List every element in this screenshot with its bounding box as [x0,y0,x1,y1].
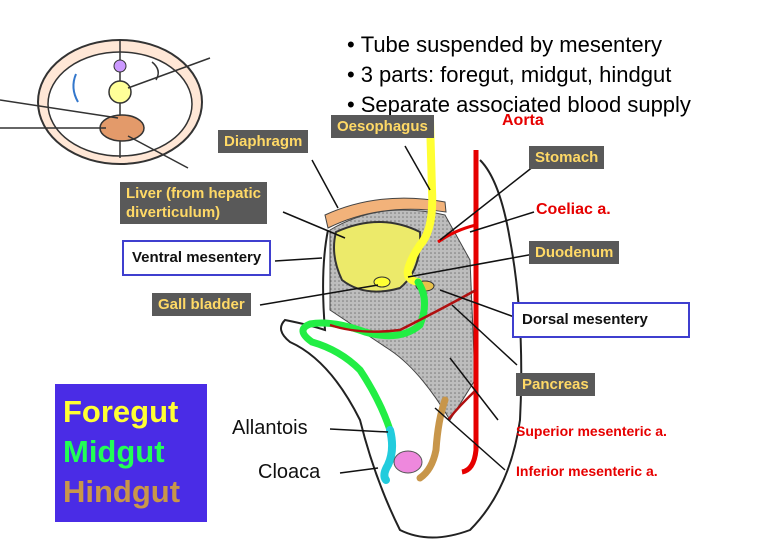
label-liver: Liver (from hepatic diverticulum) [120,182,268,224]
legend-midgut: Midgut [63,434,165,469]
allantois-tube [380,426,397,484]
superior-mesenteric-artery [329,288,477,333]
legend-foregut: Foregut [63,394,179,429]
label-cloaca: Cloaca [258,461,321,483]
liver-shape [333,221,422,293]
label-dorsal-mesentery: Dorsal mesentery [512,302,690,338]
bullet-item: Separate associated blood supply [347,90,757,120]
foregut-tube [403,120,437,286]
arrow-right [151,61,159,81]
cross-section-diagram [0,39,211,169]
bullet-item: Tube suspended by mesentery [347,30,757,60]
aorta-vessel [461,150,479,475]
inferior-mesenteric-artery [447,389,477,421]
diaphragm-shape [324,197,447,229]
label-superior-mesenteric: Superior mesenteric a. [516,423,667,439]
gall-bladder-shape [373,276,391,288]
pointer-line-4 [127,135,189,169]
label-gall-bladder: Gall bladder [152,293,251,316]
label-diaphragm: Diaphragm [218,130,309,153]
label-coeliac: Coeliac a. [536,201,611,218]
label-inferior-mesenteric: Inferior mesenteric a. [516,463,658,479]
gut-tube [108,80,132,104]
label-stomach: Stomach [529,146,605,169]
label-oesophagus: Oesophagus [331,115,434,138]
label-liver-line2: diverticulum) [126,204,221,221]
pointer-line-3 [127,57,211,89]
bullet-list: Tube suspended by mesentery 3 parts: for… [347,30,757,120]
cloaca-shape [393,450,423,474]
arrow-left [72,73,79,103]
label-allantois: Allantois [232,417,308,439]
legend-hindgut: Hindgut [63,474,181,509]
label-duodenum: Duodenum [529,241,620,264]
label-pancreas: Pancreas [516,373,595,396]
label-aorta: Aorta [502,112,544,129]
label-ventral-mesentery: Ventral mesentery [122,240,272,276]
label-liver-line1: Liver (from hepatic [126,185,262,202]
midgut-loop [299,278,428,434]
bullet-item: 3 parts: foregut, midgut, hindgut [347,60,757,90]
neural-tube [113,59,127,73]
hindgut-tube [416,396,449,482]
gut-legend: Foregut Midgut Hindgut [55,384,207,522]
pointer-line-1 [0,99,119,119]
